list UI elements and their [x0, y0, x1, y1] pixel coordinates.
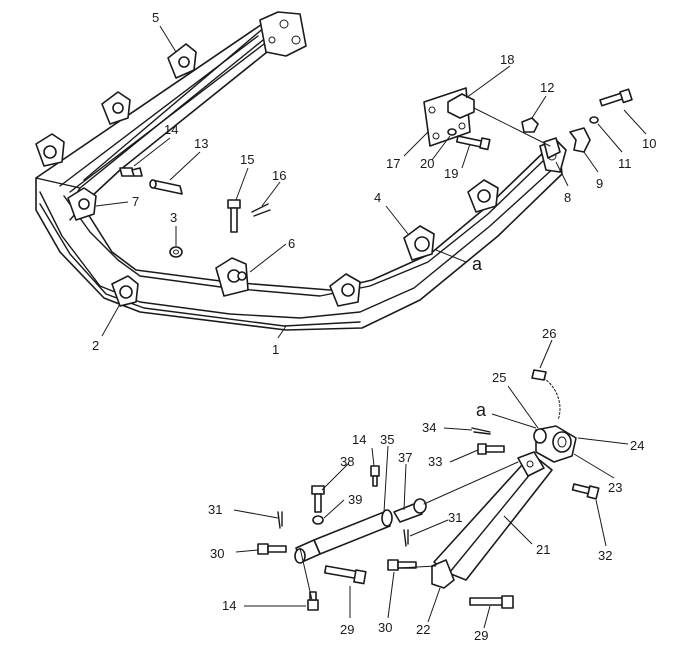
bracket-4	[403, 225, 435, 261]
bolt-32	[571, 483, 600, 500]
cylinder-35	[294, 509, 393, 564]
callout-5: 5	[152, 10, 159, 25]
callout-14-mid: 14	[352, 432, 366, 447]
pin-13	[149, 179, 183, 195]
callout-38: 38	[340, 454, 354, 469]
bracket-6	[215, 257, 249, 297]
frame-lower-edge	[39, 165, 557, 319]
bolt-30-left	[257, 543, 287, 555]
callout-25: 25	[492, 370, 506, 385]
washer-20	[447, 128, 457, 136]
callout-1: 1	[272, 342, 279, 357]
bolt-33	[477, 443, 505, 455]
callout-21: 21	[536, 542, 550, 557]
arm-end-22	[431, 559, 455, 589]
callout-20: 20	[420, 156, 434, 171]
bolt-38	[311, 485, 325, 513]
callout-35: 35	[380, 432, 394, 447]
callout-34: 34	[422, 420, 436, 435]
callout-3: 3	[170, 210, 177, 225]
shaft-18	[447, 93, 475, 119]
grease-fitting-14-upper	[119, 167, 143, 177]
callout-6: 6	[288, 236, 295, 251]
bracket-7	[67, 187, 97, 221]
assembly-guide-line-lower	[299, 461, 519, 601]
bolt-29-left	[323, 565, 367, 585]
nut-12	[521, 117, 539, 133]
callout-37: 37	[398, 450, 412, 465]
washer-39	[312, 515, 324, 525]
bracket-right	[467, 179, 499, 213]
callout-14-upper: 14	[164, 122, 178, 137]
callout-17: 17	[386, 156, 400, 171]
callout-26: 26	[542, 326, 556, 341]
bracket-5	[167, 43, 197, 79]
callout-29-left: 29	[340, 622, 354, 637]
callout-30-right: 30	[378, 620, 392, 635]
fork-8	[543, 137, 561, 159]
callout-22: 22	[416, 622, 430, 637]
callout-14-bottom: 14	[222, 598, 236, 613]
bolt-19	[455, 135, 491, 151]
callout-15: 15	[240, 152, 254, 167]
bolt-10	[599, 88, 633, 107]
callout-10: 10	[642, 136, 656, 151]
callout-31-left: 31	[208, 502, 222, 517]
bracket-left-end	[35, 133, 65, 167]
callout-18: 18	[500, 52, 514, 67]
cotter-pin-16	[251, 203, 271, 217]
callout-30-left: 30	[210, 546, 224, 561]
reference-mark-a-upper: a	[472, 254, 483, 274]
callout-24: 24	[630, 438, 644, 453]
grease-fitting-14-bottom	[307, 591, 319, 611]
chain-26	[531, 369, 561, 421]
callout-2: 2	[92, 338, 99, 353]
callout-23: 23	[608, 480, 622, 495]
bolt-30-right	[387, 559, 417, 571]
leader-lines	[95, 25, 647, 629]
clip-9	[569, 127, 591, 153]
callout-32: 32	[598, 548, 612, 563]
cotter-pin-31-right	[403, 529, 409, 547]
callout-33: 33	[428, 454, 442, 469]
callout-16: 16	[272, 168, 286, 183]
frame-assembly	[35, 11, 567, 331]
callout-7: 7	[132, 194, 139, 209]
grease-fitting-14-mid	[370, 465, 380, 487]
assembly-guide-line-upper	[473, 107, 551, 147]
callout-11: 11	[618, 156, 632, 171]
bracket-top-left	[101, 91, 131, 125]
callout-4: 4	[374, 190, 381, 205]
callout-8: 8	[564, 190, 571, 205]
rod-end-37	[393, 498, 427, 523]
arm-bracket	[517, 451, 545, 477]
bracket-center	[329, 273, 361, 307]
callout-9: 9	[596, 176, 603, 191]
callout-31-right: 31	[448, 510, 462, 525]
frame-outer-shell	[35, 19, 563, 331]
bracket-2	[111, 275, 139, 307]
frame-mount-plate-top	[259, 11, 307, 57]
frame-inner-rail	[63, 159, 545, 297]
callout-labels: 1 2 3 4 5 6 7 8 9 10 11 12 13 14 15 16 1…	[92, 10, 656, 643]
callout-19: 19	[444, 166, 458, 181]
cotter-pin-31-left	[277, 511, 283, 529]
arm-21	[433, 453, 553, 581]
frame-upper-rail-a	[59, 35, 265, 193]
bolt-29-right	[469, 595, 514, 609]
callout-12: 12	[540, 80, 554, 95]
callout-29-right: 29	[474, 628, 488, 643]
washer-11	[589, 116, 599, 124]
pin-25	[533, 428, 547, 444]
washer-3	[169, 246, 183, 258]
bolt-15	[227, 199, 241, 233]
reference-mark-a-lower: a	[476, 400, 487, 420]
callout-39: 39	[348, 492, 362, 507]
cotter-pin-34	[471, 427, 491, 435]
callout-13: 13	[194, 136, 208, 151]
